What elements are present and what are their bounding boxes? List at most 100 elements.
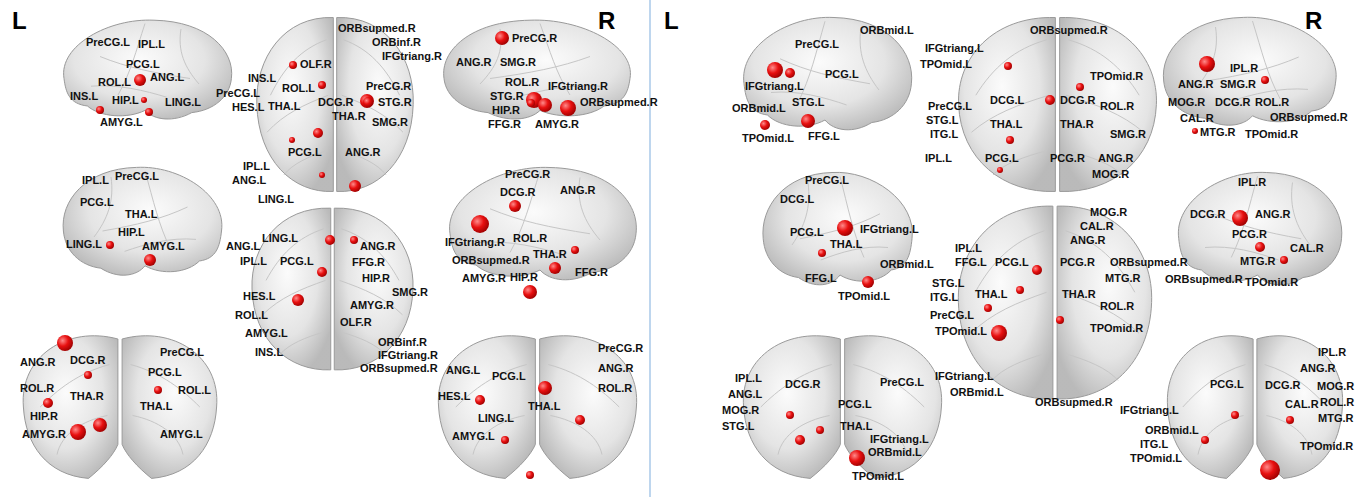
brain-views: [23, 17, 1342, 478]
brain-surface: [252, 208, 331, 370]
region-label: TPOmid.L: [1130, 452, 1182, 464]
sagittal-view-shape: [63, 167, 222, 275]
region-label: IFGtriang.R: [548, 80, 608, 92]
region-label: ANG.R: [456, 56, 491, 68]
region-label: TPOmid.R: [1300, 440, 1353, 452]
region-label: THA.R: [1060, 118, 1094, 130]
gyrus-line: [490, 209, 590, 234]
region-label: PreCG.L: [795, 38, 839, 50]
node-sphere: [134, 74, 146, 86]
region-label: ROL.L: [98, 76, 131, 88]
coronal-view: [438, 336, 535, 479]
region-label: ITG.L: [930, 128, 958, 140]
region-label: PreCG.L: [930, 309, 974, 321]
region-label: HIP.R: [492, 104, 520, 116]
region-label: PreCG.L: [160, 346, 204, 358]
region-label: ROL.R: [505, 76, 539, 88]
sagittal-view-shape: [450, 167, 637, 279]
region-label: TPOmid.R: [1245, 276, 1298, 288]
region-label: IFGtriang.L: [870, 433, 929, 445]
node-sphere: [984, 304, 992, 312]
region-label: IFGtriang.R: [382, 50, 442, 62]
node-sphere: [526, 471, 534, 479]
node-spheres: [43, 31, 1294, 480]
node-sphere: [475, 395, 485, 405]
region-label: PreCG.R: [598, 342, 643, 354]
brain-surface: [1178, 172, 1341, 284]
node-sphere: [349, 180, 361, 192]
node-sphere: [292, 294, 304, 306]
region-label: AMYG.R: [350, 299, 394, 311]
region-label: PCG.L: [1210, 378, 1244, 390]
node-sphere: [1004, 62, 1012, 70]
brain-surface: [1057, 206, 1152, 399]
sagittal-view: [63, 167, 222, 275]
region-label: LING.L: [66, 238, 102, 250]
region-label: DCG.R: [1265, 379, 1300, 391]
region-label: HIP.R: [30, 410, 58, 422]
region-label: THA.R: [533, 248, 567, 260]
coronal-view-shape: [438, 336, 535, 479]
gyrus-line: [1292, 183, 1310, 246]
region-label: ROL.L: [178, 384, 211, 396]
region-label: FFG.L: [955, 256, 987, 268]
brain-surface: [63, 167, 222, 275]
region-label: ROL.R: [1320, 396, 1354, 408]
region-label: PCG.R: [1050, 152, 1085, 164]
node-sphere: [350, 236, 358, 244]
region-label: PCG.L: [985, 152, 1019, 164]
region-label: DCG.R: [785, 378, 820, 390]
node-sphere: [154, 386, 162, 394]
region-label: IPL.R: [1230, 62, 1258, 74]
region-label: LING.L: [165, 96, 201, 108]
region-label: HIP.L: [118, 226, 145, 238]
gyrus-line: [1183, 365, 1246, 408]
region-label: PCG.L: [825, 68, 859, 80]
region-label: ROL.R: [20, 382, 54, 394]
region-label: DCG.R: [1215, 96, 1250, 108]
node-sphere: [575, 415, 585, 425]
region-label: TPOmid.R: [1090, 322, 1143, 334]
sagittal-view: [450, 167, 637, 279]
region-label: ORBsupmed.R: [338, 22, 416, 34]
node-sphere: [1201, 436, 1209, 444]
node-sphere: [1261, 76, 1269, 84]
region-label: FFG.R: [352, 256, 385, 268]
brain-surface: [438, 336, 535, 479]
node-sphere: [360, 94, 374, 108]
region-label: IFGtriang.L: [860, 223, 919, 235]
region-label: PreCG.L: [115, 170, 159, 182]
node-sphere: [495, 31, 509, 45]
region-label: AMYG.L: [142, 240, 185, 252]
region-label: AMYG.R: [535, 118, 579, 130]
brain-surface: [1060, 17, 1157, 191]
region-label: ANG.L: [150, 71, 184, 83]
region-label: DCG.R: [318, 96, 353, 108]
region-label: HIP.R: [362, 272, 390, 284]
node-sphere: [760, 120, 770, 130]
region-label: DCG.R: [1190, 208, 1225, 220]
region-label: TPOmid.L: [920, 58, 972, 70]
region-label: ORBmid.L: [732, 102, 786, 114]
node-sphere: [801, 114, 815, 128]
region-label: INS.L: [248, 72, 276, 84]
region-label: AMYG.L: [160, 428, 203, 440]
node-sphere: [1255, 242, 1265, 252]
region-label: PreCG.L: [805, 174, 849, 186]
region-label: AMYG.R: [462, 272, 506, 284]
region-label: CAL.R: [1290, 242, 1324, 254]
region-label: IPL.R: [1318, 346, 1346, 358]
region-label: PCG.L: [126, 58, 160, 70]
region-label: PCG.L: [492, 370, 526, 382]
region-label: MTG.R: [1105, 272, 1140, 284]
coronal-view-shape: [122, 336, 217, 479]
region-label: PCG.L: [280, 255, 314, 267]
region-label: PreCG.R: [505, 168, 550, 180]
region-label: LING.L: [258, 193, 294, 205]
region-label: IPL.L: [138, 38, 165, 50]
region-label: DCG.R: [500, 186, 535, 198]
region-label: OLF.R: [300, 58, 332, 70]
node-sphere: [560, 100, 576, 116]
node-sphere: [1199, 56, 1215, 72]
